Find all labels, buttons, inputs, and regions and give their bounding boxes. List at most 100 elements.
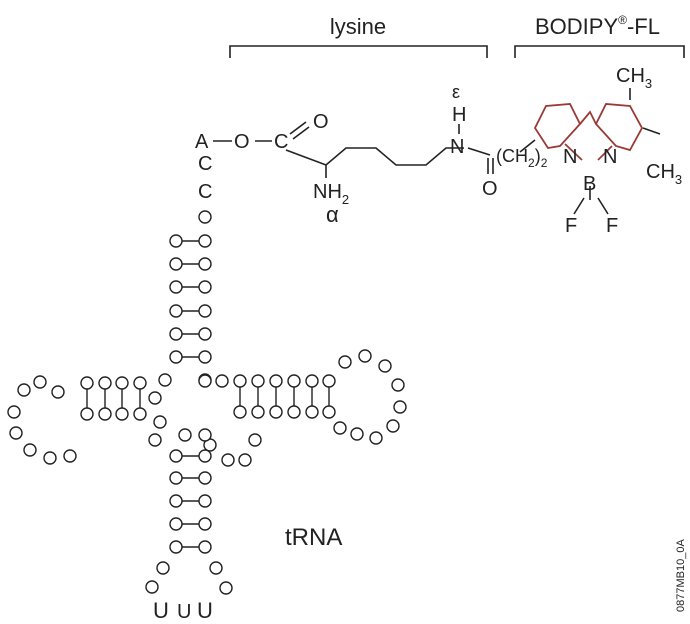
nucleotide — [322, 374, 336, 388]
nucleotide — [169, 494, 183, 508]
nucleotide — [251, 405, 265, 419]
nucleotide — [198, 449, 212, 463]
acceptor-a: A — [195, 131, 209, 153]
lysine-label: lysine — [330, 14, 386, 39]
nucleotide — [198, 471, 212, 485]
methyl-right: CH3 — [646, 161, 682, 187]
nucleotide — [198, 210, 212, 224]
nucleotide — [169, 471, 183, 485]
anticodon-u2: U — [177, 601, 191, 623]
nucleotide — [153, 415, 167, 429]
nucleotide — [169, 257, 183, 271]
nucleotide — [333, 421, 347, 435]
atom-n3: N — [603, 146, 617, 168]
atom-h: H — [452, 104, 466, 126]
atom-c1: C — [274, 131, 288, 153]
lysine-bracket — [229, 45, 488, 58]
nucleotide — [148, 391, 162, 405]
nucleotide — [80, 407, 94, 421]
nucleotide — [178, 428, 192, 442]
nucleotide — [115, 407, 129, 421]
trna-nucleotides — [7, 210, 407, 595]
bond-n-carbonyl — [467, 147, 491, 156]
nucleotide — [17, 383, 31, 397]
atom-f1: F — [565, 215, 577, 237]
nucleotide — [269, 405, 283, 419]
nucleotide — [198, 428, 212, 442]
nucleotide — [198, 350, 212, 364]
nucleotide — [43, 451, 57, 465]
nucleotide — [133, 407, 147, 421]
bond-c-o-double-1 — [289, 121, 307, 135]
nucleotide — [358, 349, 372, 363]
nucleotide — [198, 280, 212, 294]
bond-c-o-double-2 — [292, 126, 310, 140]
nucleotide — [350, 427, 364, 441]
nucleotide — [221, 453, 235, 467]
nucleotide — [378, 359, 392, 373]
nucleotide — [198, 517, 212, 531]
acceptor-c2: C — [198, 181, 212, 203]
nucleotide — [338, 355, 352, 369]
atom-o1: O — [234, 131, 250, 153]
nucleotide — [287, 405, 301, 419]
bodipy-fl-label: BODIPY®-FL — [535, 13, 660, 39]
nucleotide — [391, 378, 405, 392]
acceptor-c1: C — [198, 153, 212, 175]
nucleotide — [9, 426, 23, 440]
atom-o2: O — [313, 111, 329, 133]
nucleotide — [198, 257, 212, 271]
nucleotide — [169, 304, 183, 318]
nucleotide — [133, 376, 147, 390]
nucleotide — [169, 234, 183, 248]
nucleotide — [209, 561, 223, 575]
nucleotide — [63, 449, 77, 463]
anticodon-u1: U — [153, 598, 169, 623]
nucleotide — [169, 540, 183, 554]
nucleotide — [238, 453, 252, 467]
nucleotide — [233, 405, 247, 419]
atom-b: B — [583, 173, 596, 195]
nucleotide — [198, 327, 212, 341]
nucleotide — [158, 373, 172, 387]
atom-nh2: NH2 — [313, 181, 349, 207]
nucleotide — [98, 407, 112, 421]
nucleotide — [169, 280, 183, 294]
atom-o3: O — [482, 178, 498, 200]
nucleotide — [80, 376, 94, 390]
nucleotide — [215, 374, 229, 388]
nucleotide — [393, 400, 407, 414]
nucleotide — [51, 385, 65, 399]
nucleotide — [198, 374, 212, 388]
nucleotide — [198, 494, 212, 508]
nucleotide — [115, 376, 129, 390]
nucleotide — [169, 350, 183, 364]
nucleotide — [169, 327, 183, 341]
nucleotide — [287, 374, 301, 388]
nucleotide — [248, 433, 262, 447]
nucleotide — [386, 419, 400, 433]
bodipy-label-suffix: -FL — [627, 14, 660, 39]
atom-n1: N — [450, 136, 464, 158]
nucleotide — [251, 374, 265, 388]
nucleotide — [33, 375, 47, 389]
figure-id: 0877MB10_0A — [675, 539, 687, 612]
methyl-top: CH3 — [616, 65, 652, 91]
bodipy-label-main: BODIPY — [535, 14, 618, 39]
nucleotide — [219, 581, 233, 595]
nucleotide — [145, 580, 159, 594]
lysine-chain — [285, 147, 464, 178]
nucleotide — [269, 374, 283, 388]
nucleotide — [305, 374, 319, 388]
nucleotide — [233, 374, 247, 388]
nucleotide — [98, 376, 112, 390]
trna-label: tRNA — [285, 524, 342, 551]
nucleotide — [23, 443, 37, 457]
nucleotide — [148, 433, 162, 447]
nucleotide — [198, 234, 212, 248]
atom-n2: N — [563, 146, 577, 168]
bodipy-bracket — [514, 45, 685, 58]
nucleotide — [198, 540, 212, 554]
anticodon-u3: U — [197, 598, 213, 623]
